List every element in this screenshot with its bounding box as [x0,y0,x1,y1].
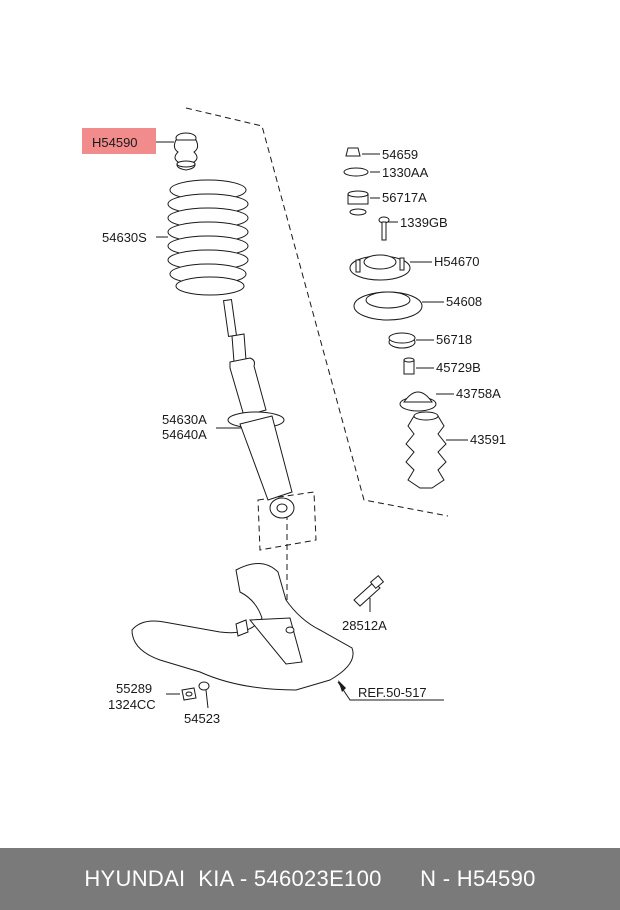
label-ref: REF.50-517 [358,685,427,700]
bolt-1339gb-part [378,216,390,241]
label-55289: 55289 [116,681,152,696]
nut-55289-part [181,687,197,701]
label-56717a: 56717A [382,190,427,205]
part-number-footer: HYUNDAI KIA - 546023E100 N - H54590 [0,848,620,910]
bushing-56717a-part [347,190,369,216]
label-54630s: 54630S [102,230,147,245]
label-54640a: 54640A [162,427,207,442]
label-45729b: 45729B [436,360,481,375]
bellows-43591-part [405,411,447,489]
label-1330aa: 1330AA [382,165,429,180]
label-1324cc: 1324CC [108,697,156,712]
label-54523: 54523 [184,711,220,726]
washer-1330aa-part [343,167,369,177]
bushing-45729b-part [403,357,415,375]
label-h54670: H54670 [434,254,480,269]
bolt-28512a-part [353,575,385,607]
shock-absorber-part [222,299,295,519]
highlight-box [82,128,156,154]
label-h54590: H54590 [92,135,138,150]
suspension-parts-diagram: H54590 54630S 54630A 54640A 54659 1330AA… [82,107,506,726]
label-56718: 56718 [436,332,472,347]
assembly-outline-mount [257,491,317,551]
label-54630a: 54630A [162,412,207,427]
label-43758a: 43758A [456,386,501,401]
nut-54523-part [198,681,210,691]
nut-54659-part [345,147,361,157]
coil-spring-part [167,179,249,296]
label-28512a: 28512A [342,618,387,633]
label-1339gb: 1339GB [400,215,448,230]
bump-stopper-part [173,132,199,171]
lower-control-arm-part [131,563,354,691]
dust-cover-43758a-part [399,391,437,412]
spring-pad-54608-part [353,291,423,321]
assembly-outline-strut [185,107,449,517]
leader-lines [156,141,468,709]
strut-mount-h54670-part [349,254,411,281]
label-54659: 54659 [382,147,418,162]
label-43591: 43591 [470,432,506,447]
label-54608: 54608 [446,294,482,309]
bearing-56718-part [388,332,416,349]
